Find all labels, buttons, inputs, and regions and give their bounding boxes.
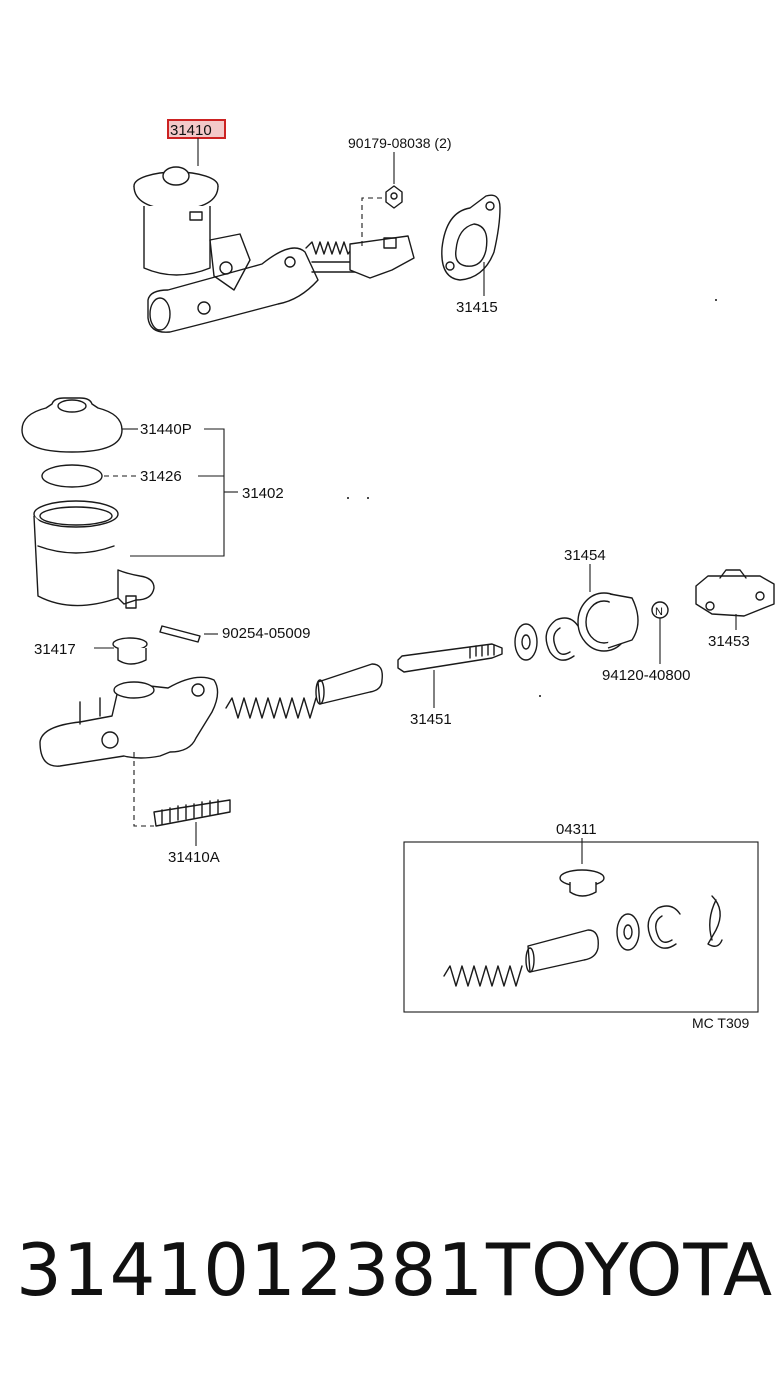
label-90254-05009: 90254-05009: [222, 625, 310, 642]
gasket-31415: [441, 194, 501, 281]
label-94120-40800: 94120-40800: [602, 667, 690, 684]
piston-spring: [225, 663, 383, 719]
label-31426: 31426: [140, 468, 182, 485]
kit-box: [403, 841, 759, 1013]
part-number: 3141012381: [16, 1228, 485, 1312]
label-31440P: 31440P: [140, 421, 192, 438]
cap-seal: [41, 464, 103, 488]
label-31451: 31451: [410, 711, 452, 728]
label-31410[interactable]: 31410: [167, 119, 226, 139]
kit-spring-piston: [443, 929, 599, 987]
label-31453: 31453: [708, 633, 750, 650]
snap-ring: [545, 617, 579, 661]
label-90179-08038: 90179-08038 (2): [348, 135, 452, 151]
label-31415: 31415: [456, 299, 498, 316]
label-31454: 31454: [564, 547, 606, 564]
reservoir-cap: [21, 397, 123, 453]
washer: [514, 623, 538, 661]
brand-name: TOYOTA: [486, 1228, 774, 1312]
pin-90254: [159, 625, 201, 643]
label-31417: 31417: [34, 641, 76, 658]
kit-washer: [616, 913, 640, 951]
label-04311: 04311: [556, 821, 597, 838]
label-31402: 31402: [242, 485, 284, 502]
stud-31410A: [153, 799, 231, 827]
master-cylinder-assembly: [133, 166, 415, 333]
bolt-90179: [385, 185, 403, 209]
boot-31454: [577, 592, 639, 652]
kit-snap-ring: [647, 905, 681, 949]
cylinder-body: [39, 676, 219, 767]
kit-clip: [707, 895, 723, 947]
nut-mark-text: N: [655, 606, 663, 618]
nut-marker: N: [651, 601, 669, 619]
push-rod-31451: [397, 643, 503, 673]
label-31410A: 31410A: [168, 849, 220, 866]
reservoir-body: [33, 500, 155, 609]
grommet-31417: [112, 637, 148, 665]
figure-code: MC T309: [692, 1015, 750, 1031]
label-31410-text: 31410: [170, 122, 212, 139]
kit-grommet: [559, 869, 605, 897]
yoke-31453: [695, 569, 775, 617]
